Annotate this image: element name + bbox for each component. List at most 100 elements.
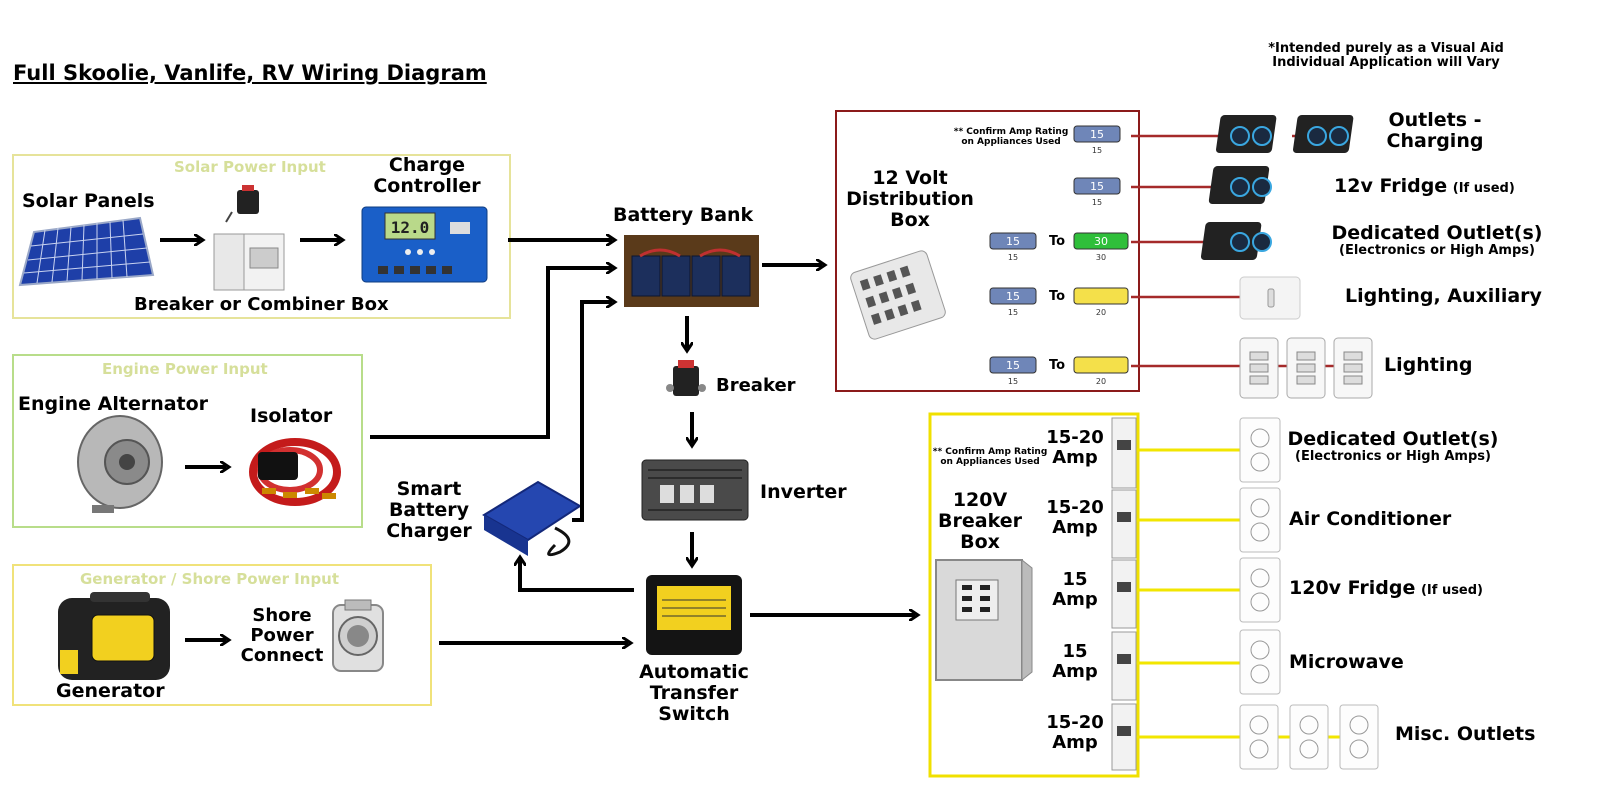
smart-charger-label: Smart Battery Charger [384,479,474,542]
dist-box-line-1: 12 Volt [872,167,948,189]
circuit-breaker-icons [1111,417,1137,771]
svg-text:30: 30 [1096,253,1106,262]
breaker-rating-4: 15-20 Amp [1040,713,1110,753]
breaker-rating-2: 15 Amp [1040,570,1110,610]
dc-load-outlets-charging: Outlets - Charging [1383,110,1487,152]
dc-load-1-note: (If used) [1452,181,1515,196]
svg-text:15: 15 [1006,290,1020,303]
svg-text:30: 30 [1094,235,1108,248]
ac-load-0-note: (Electronics or High Amps) [1295,448,1491,464]
breaker-rating-3: 15 Amp [1040,642,1110,682]
shore-power-line-1: Shore [252,605,312,626]
battery-bank-icon [624,235,759,307]
section-generator-title: Generator / Shore Power Input [80,570,340,588]
isolator-icon [249,438,341,506]
svg-text:15: 15 [1006,235,1020,248]
breaker-panel-icon [935,558,1033,682]
charge-controller-line-1: Charge [388,154,466,176]
transfer-switch-icon [646,575,742,655]
breaker-icon [666,360,706,396]
breaker-rating-1-line-2: Amp [1052,516,1098,538]
inverter-icon [641,459,749,521]
solar-panels-label: Solar Panels [22,190,155,212]
dc-load-2-name: Dedicated Outlet(s) [1331,222,1543,244]
generator-label: Generator [56,680,165,702]
svg-text:15: 15 [1090,180,1104,193]
solar-panel-icon [18,216,155,287]
charge-controller-line-2: Controller [373,174,481,197]
ac-load-0-name: Dedicated Outlet(s) [1287,428,1499,450]
breaker-rating-0-line-1: 15-20 [1046,427,1104,448]
smart-charger-line-1: Smart [396,478,462,500]
breaker-rating-3-line-1: 15 [1062,641,1088,662]
breaker-rating-1: 15-20 Amp [1040,498,1110,538]
ac-outlet-icons [1239,417,1379,770]
dc-load-0-line-1: Outlets - [1388,109,1482,131]
ac-wires [1136,448,1340,739]
light-fixture-icon [1239,276,1301,320]
svg-text:15: 15 [1008,377,1018,386]
combiner-box-icon [213,185,285,291]
ac-confirm-line-2: on Appliances Used [940,456,1040,467]
breaker-rating-4-line-2: Amp [1052,731,1098,753]
fuse-to-label-3: To [1049,234,1066,249]
svg-text:15: 15 [1090,128,1104,141]
svg-text:12.0: 12.0 [391,218,430,237]
dc-confirm-line-2: on Appliances Used [961,136,1061,147]
smart-charger-line-2: Battery [388,498,470,521]
battery-charger-icon [482,480,582,557]
breaker-box-line-3: Box [960,530,1000,553]
shore-power-label: Shore Power Connect [236,606,328,665]
breaker-box-120v-label: 120V Breaker Box [934,490,1026,553]
light-switch-icons [1239,337,1373,399]
fuse-30-row3: 30 30 [1073,232,1129,262]
ac-load-dedicated-outlets: Dedicated Outlet(s) (Electronics or High… [1286,429,1500,464]
generator-section-box [12,564,432,706]
svg-text:15: 15 [1006,359,1020,372]
disclaimer-line-1: *Intended purely as a Visual Aid [1268,41,1504,56]
disclaimer: *Intended purely as a Visual Aid Individ… [1255,41,1517,71]
dc-confirm-note: ** Confirm Amp Rating on Appliances Used [950,127,1072,148]
solar-section-box [12,154,511,319]
breaker-rating-0: 15-20 Amp [1040,428,1110,468]
dc-load-lighting: Lighting [1384,354,1473,376]
inverter-label: Inverter [760,481,847,503]
disclaimer-line-2: Individual Application will Vary [1272,55,1500,71]
svg-text:20: 20 [1096,308,1106,317]
dist-box-line-3: Box [890,208,930,231]
ac-load-air-conditioner: Air Conditioner [1289,508,1452,530]
breaker-rating-2-line-2: Amp [1052,588,1098,610]
svg-text:15: 15 [1092,198,1102,207]
breaker-rating-0-line-2: Amp [1052,446,1098,468]
dist-box-12v-label: 12 Volt Distribution Box [842,168,978,231]
breaker-rating-1-line-1: 15-20 [1046,497,1104,518]
ats-line-3: Switch [658,702,730,725]
ac-confirm-note: ** Confirm Amp Rating on Appliances Used [930,447,1050,468]
shore-power-line-3: Connect [240,644,324,666]
svg-text:15: 15 [1092,146,1102,155]
breaker-rating-4-line-1: 15-20 [1046,712,1104,733]
breaker-combiner-label: Breaker or Combiner Box [134,294,389,315]
ac-confirm-line-1: ** Confirm Amp Rating [932,447,1048,457]
fuse-to-label-4: To [1049,289,1066,304]
fuse-20-row4: 20 [1073,287,1129,317]
diagram-title: Full Skoolie, Vanlife, RV Wiring Diagram [13,61,487,85]
ac-load-microwave: Microwave [1289,651,1404,673]
dc-load-dedicated-outlets: Dedicated Outlet(s) (Electronics or High… [1330,223,1544,258]
svg-text:20: 20 [1096,377,1106,386]
ac-load-misc-outlets: Misc. Outlets [1395,723,1536,745]
fuse-block-icon [850,250,946,340]
ac-load-2-note: (If used) [1420,583,1484,598]
fuse-to-label-5: To [1049,358,1066,373]
breaker-box-line-1: 120V [952,489,1008,511]
section-engine-title: Engine Power Input [102,360,268,378]
usb-outlet-icons [1200,115,1354,260]
breaker-rating-2-line-1: 15 [1062,569,1088,590]
section-solar-title: Solar Power Input [174,158,326,176]
